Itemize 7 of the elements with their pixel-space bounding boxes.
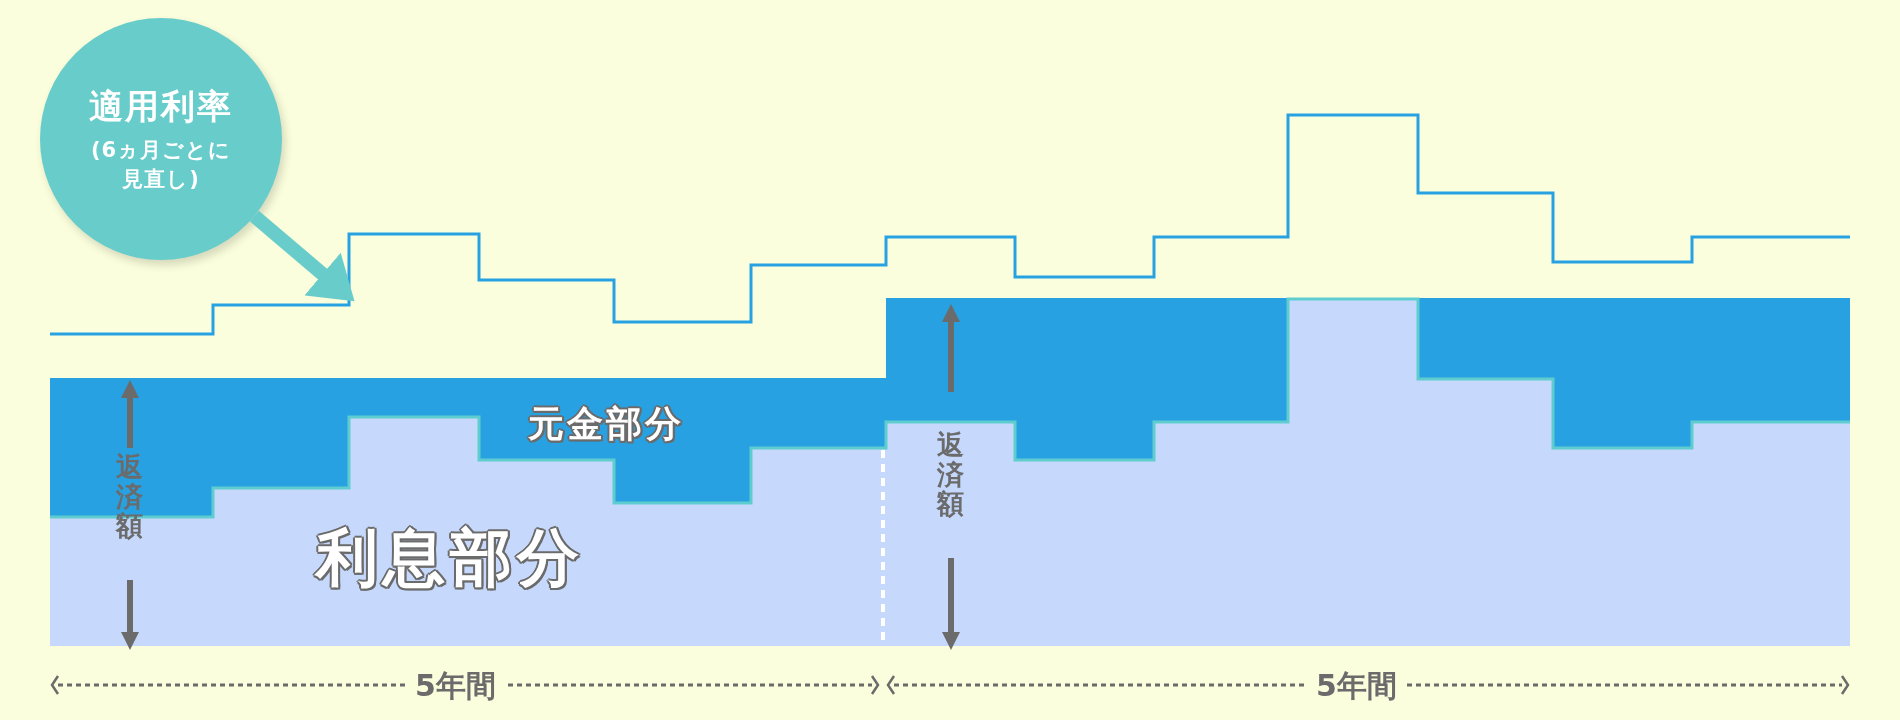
area-label: 元金部分 [528,402,684,446]
area-label: 利息部分 [316,520,584,596]
arrow [249,210,355,302]
dimension-label: 返済額 [116,452,143,542]
dimension-label: 返済額 [937,430,964,520]
callout-note: (6ヵ月ごとに見直し) [89,136,233,193]
callout-title: 適用利率 [89,84,233,128]
